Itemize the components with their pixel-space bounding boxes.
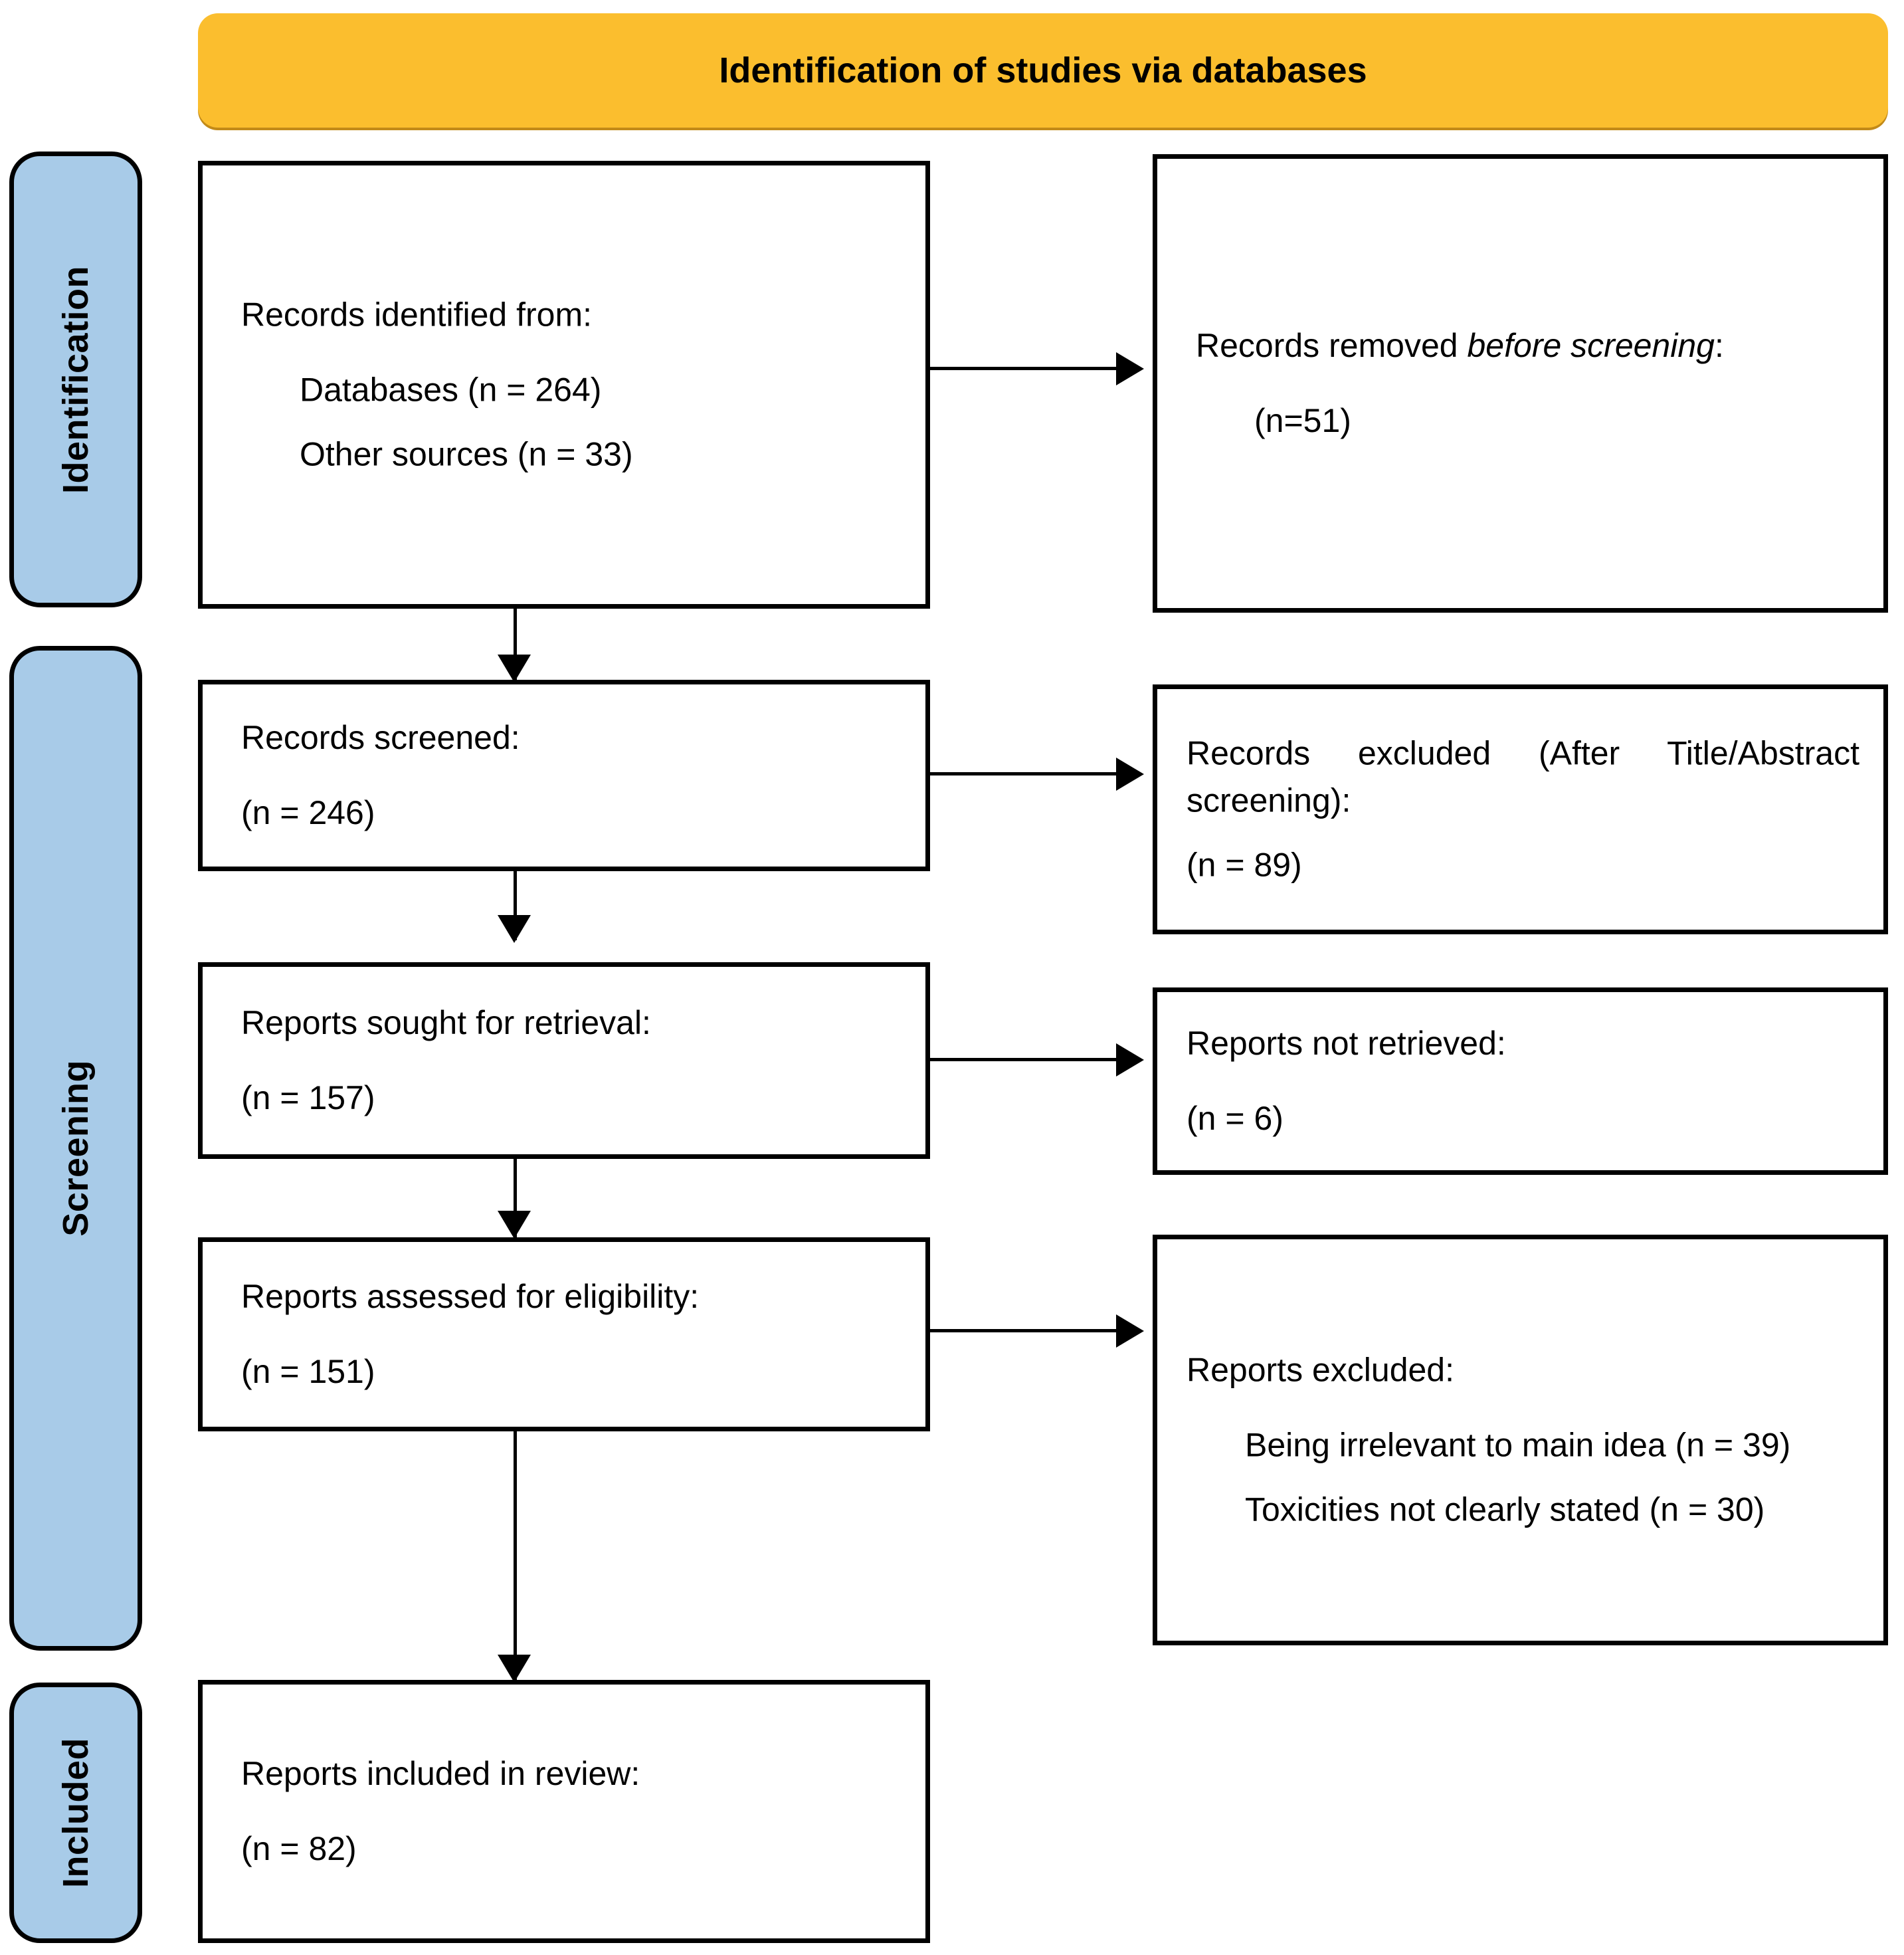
reports-not-retrieved-count: (n = 6) <box>1187 1100 1284 1137</box>
arrow-right-icon-sought-to-not-retrieved <box>1116 1043 1144 1077</box>
connector-assessed-to-reports-excluded <box>927 1329 1127 1332</box>
records-removed-heading: Records removed before screening: <box>1196 322 1857 369</box>
stage-bar-included: Included <box>9 1683 142 1943</box>
stage-bar-identification-label: Identification <box>56 265 96 494</box>
records-excluded-count: (n = 89) <box>1187 846 1302 884</box>
records-screened-count: (n = 246) <box>241 794 375 831</box>
reports-excluded-item-irrelevant: Being irrelevant to main idea (n = 39) <box>1245 1426 1791 1464</box>
connector-sought-to-assessed <box>514 1156 517 1237</box>
header-banner: Identification of studies via databases <box>198 13 1888 128</box>
reports-sought-heading: Reports sought for retrieval: <box>241 1004 651 1041</box>
reports-sought-count: (n = 157) <box>241 1079 375 1116</box>
box-records-screened: Records screened: (n = 246) <box>198 680 930 871</box>
arrow-down-icon-identified-to-screened <box>498 655 531 682</box>
reports-excluded-heading: Reports excluded: <box>1187 1351 1455 1389</box>
box-reports-sought: Reports sought for retrieval: (n = 157) <box>198 962 930 1159</box>
records-removed-heading-suffix: : <box>1714 327 1724 364</box>
connector-assessed-to-included <box>514 1429 517 1683</box>
reports-assessed-count: (n = 151) <box>241 1353 375 1390</box>
box-records-excluded: Records excluded (After Title/Abstract s… <box>1153 684 1888 934</box>
records-removed-heading-italic: before screening <box>1467 327 1715 364</box>
reports-included-count: (n = 82) <box>241 1830 357 1867</box>
box-reports-assessed: Reports assessed for eligibility: (n = 1… <box>198 1237 930 1431</box>
box-reports-excluded: Reports excluded: Being irrelevant to ma… <box>1153 1235 1888 1645</box>
box-records-removed-before-screening: Records removed before screening: (n=51) <box>1153 154 1888 613</box>
records-excluded-heading: Records excluded (After Title/Abstract s… <box>1187 734 1859 819</box>
connector-screened-to-excluded <box>927 772 1127 775</box>
connector-sought-to-not-retrieved <box>927 1058 1127 1061</box>
records-removed-heading-prefix: Records removed <box>1196 327 1468 364</box>
box-reports-not-retrieved: Reports not retrieved: (n = 6) <box>1153 987 1888 1175</box>
arrow-down-icon-sought-to-assessed <box>498 1211 531 1239</box>
box-records-identified: Records identified from: Databases (n = … <box>198 161 930 609</box>
connector-screened-to-sought <box>514 869 517 940</box>
arrow-right-icon-identified-to-removed <box>1116 352 1144 385</box>
connector-identified-to-screened <box>514 608 517 680</box>
records-removed-count: (n=51) <box>1254 402 1351 439</box>
stage-bar-screening: Screening <box>9 646 142 1651</box>
stage-bar-screening-label: Screening <box>56 1060 96 1237</box>
arrow-down-icon-screened-to-sought <box>498 915 531 943</box>
arrow-right-icon-assessed-to-reports-excluded <box>1116 1314 1144 1348</box>
reports-not-retrieved-heading: Reports not retrieved: <box>1187 1025 1506 1062</box>
records-screened-heading: Records screened: <box>241 719 520 756</box>
arrow-down-icon-assessed-to-included <box>498 1655 531 1683</box>
reports-excluded-item-toxicities: Toxicities not clearly stated (n = 30) <box>1245 1491 1765 1528</box>
connector-identified-to-removed <box>927 367 1127 370</box>
box-reports-included: Reports included in review: (n = 82) <box>198 1680 930 1943</box>
records-identified-heading: Records identified from: <box>241 296 593 334</box>
stage-bar-identification: Identification <box>9 152 142 607</box>
reports-included-heading: Reports included in review: <box>241 1755 640 1792</box>
arrow-right-icon-screened-to-excluded <box>1116 758 1144 791</box>
banner-title: Identification of studies via databases <box>719 51 1367 90</box>
records-identified-item-other-sources: Other sources (n = 33) <box>300 435 633 473</box>
reports-assessed-heading: Reports assessed for eligibility: <box>241 1278 700 1315</box>
stage-bar-included-label: Included <box>56 1737 96 1888</box>
records-identified-item-databases: Databases (n = 264) <box>300 371 602 409</box>
